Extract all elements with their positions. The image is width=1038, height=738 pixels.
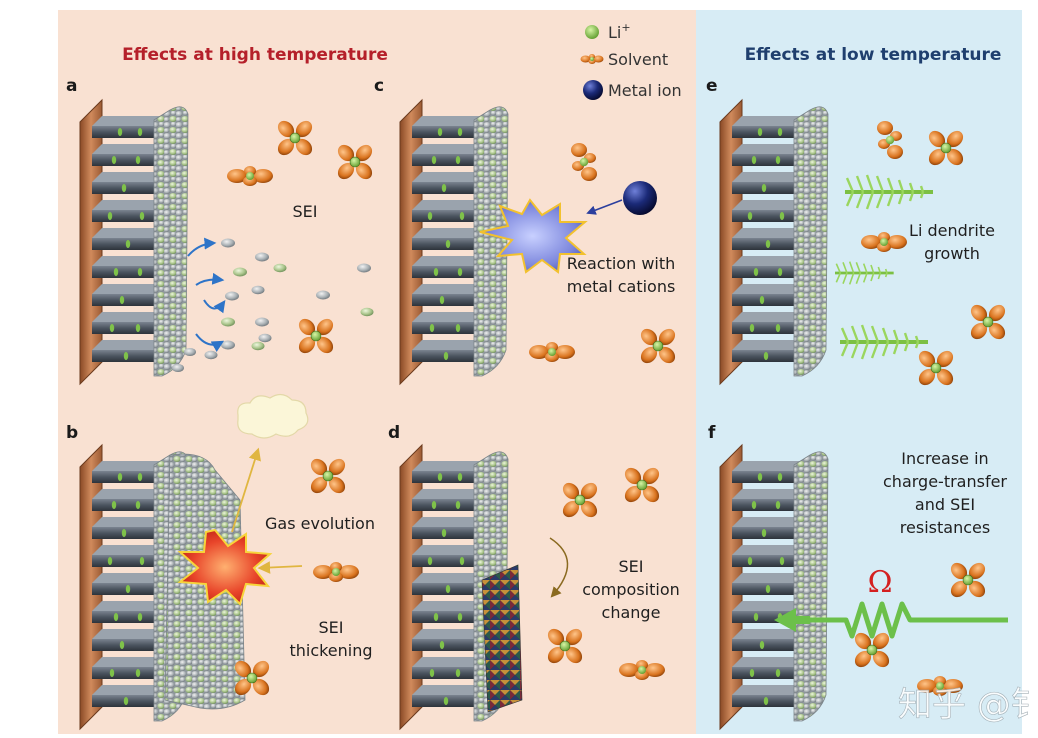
panel-f-label-line1: Increase in (901, 449, 988, 468)
panel-b-gas-cloud (237, 393, 309, 439)
panel-c-metal-ion (623, 181, 657, 215)
panel-c: Reaction with metal cations (399, 99, 679, 385)
panel-f: Ω Increase in charge-transfer and SEI re… (719, 444, 1008, 730)
panel-f-resistance-line (808, 601, 1008, 639)
panel-b-label-sei: SEI (319, 618, 344, 637)
panel-a-label: SEI (293, 202, 318, 221)
panel-f-arrow-head (774, 608, 796, 632)
panel-b-gas-arrow (231, 447, 261, 533)
legend-li-icon (585, 25, 599, 39)
panel-b-label-gas: Gas evolution (265, 514, 375, 533)
header-high-temperature: Effects at high temperature (122, 45, 388, 65)
panel-b-label-thickening: thickening (289, 641, 372, 660)
panel-d: SEI composition change (399, 444, 680, 730)
panel-f-arrow-shaft (794, 616, 810, 624)
legend-solvent-label: Solvent (608, 50, 668, 69)
panel-a-arrows (187, 237, 226, 352)
panel-e-label-line2: growth (924, 244, 980, 263)
svg-text:Li+: Li+ (608, 21, 631, 42)
panel-f-label-line3: and SEI (915, 495, 975, 514)
panel-f-label-line4: resistances (900, 518, 990, 537)
panel-letter-b: b (66, 423, 78, 443)
legend-metal-ion-label: Metal ion (608, 81, 682, 100)
panel-letter-c: c (374, 76, 384, 96)
legend-metal-ion-icon (583, 80, 603, 100)
header-low-temperature: Effects at low temperature (745, 45, 1002, 65)
panel-d-changed-sei (481, 564, 523, 713)
panel-f-omega: Ω (868, 565, 893, 600)
panel-letter-d: d (388, 423, 400, 443)
panel-c-label-line2: metal cations (567, 277, 676, 296)
panel-d-label-line3: change (602, 603, 661, 622)
panel-c-label-line1: Reaction with (567, 254, 676, 273)
panel-d-label-line1: SEI (619, 557, 644, 576)
panel-b-burst (177, 528, 273, 606)
panel-b-solvent-arrow (257, 561, 303, 574)
panel-b: Gas evolution SEI thickening (79, 393, 375, 730)
legend-li-label: Li (608, 23, 621, 42)
panel-d-label-line2: composition (582, 580, 680, 599)
panel-a: SEI (79, 99, 376, 385)
legend-li-superscript: + (621, 21, 630, 34)
panel-letter-a: a (66, 76, 77, 96)
panel-f-label-line2: charge-transfer (883, 472, 1007, 491)
legend: Li+ Solvent Metal ion (580, 21, 682, 100)
panel-letter-f: f (708, 423, 716, 443)
panel-c-metal-arrow (586, 199, 623, 215)
watermark: 知乎 @钅 (898, 685, 1038, 725)
panel-d-arrow (549, 537, 569, 598)
panel-letter-e: e (706, 76, 718, 96)
panel-c-burst (479, 198, 588, 274)
panel-e: Li dendrite growth (719, 99, 1009, 389)
panel-e-label-line1: Li dendrite (909, 221, 995, 240)
panel-a-sei-fragments (172, 238, 374, 372)
